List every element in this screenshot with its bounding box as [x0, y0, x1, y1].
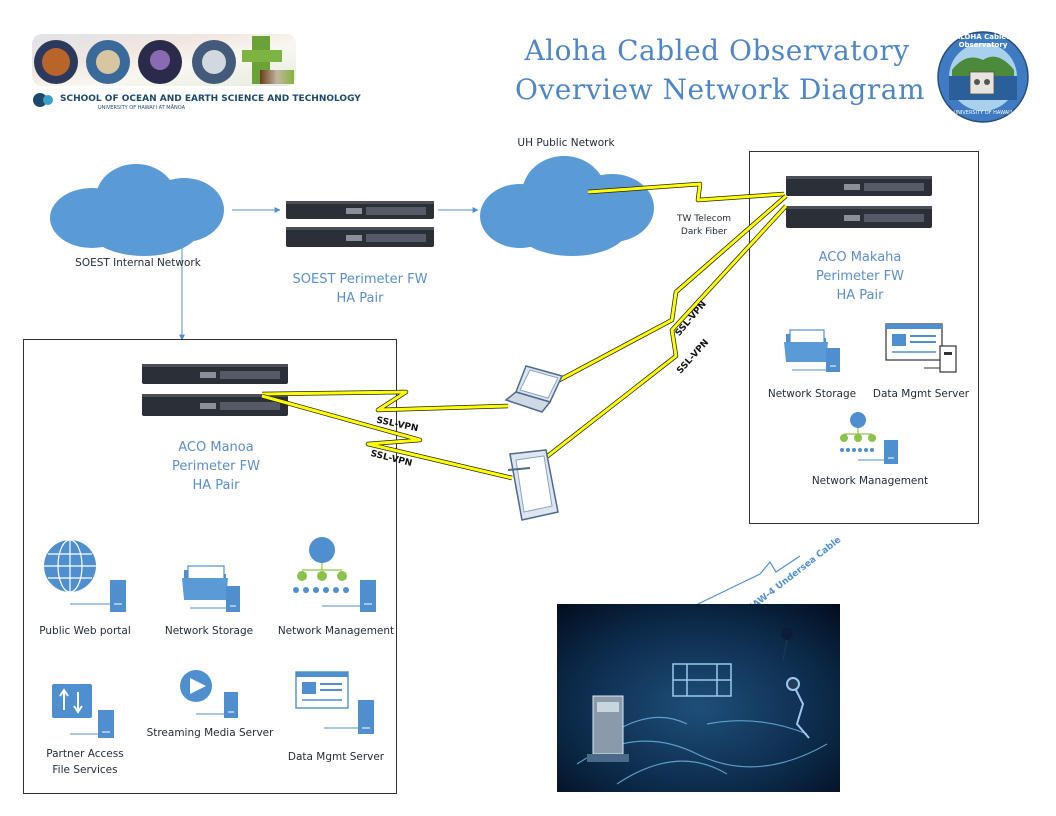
- partner-access-label-line1: Partner Access: [46, 748, 124, 760]
- seal-bottom-text: UNIVERSITY OF HAWAI'I: [953, 110, 1013, 116]
- soest-internal-network-label: SOEST Internal Network: [75, 257, 201, 269]
- laptop-icon: [502, 364, 564, 414]
- makaha-network-management-label: Network Management: [811, 475, 929, 487]
- uh-public-network-label: UH Public Network: [517, 137, 615, 149]
- manoa-fw-label-line2: Perimeter FW: [172, 459, 260, 474]
- soest-internal-network-cloud: [44, 162, 234, 258]
- observatory-frame: [672, 663, 732, 697]
- soest-firewall-pair: [286, 199, 436, 251]
- makaha-fw-label-line3: HA Pair: [836, 288, 884, 303]
- makaha-fw-label-line2: Perimeter FW: [816, 269, 904, 284]
- undersea-cable-line: [697, 573, 761, 605]
- manoa-network-management-icon: [292, 536, 382, 616]
- partner-access-label-line2: File Services: [52, 764, 118, 776]
- diagram-title-line1: Aloha Cabled Observatory: [524, 34, 910, 67]
- firewall-unit: [286, 201, 434, 219]
- manoa-fw-label-line3: HA Pair: [192, 478, 240, 493]
- tablet-icon: [504, 446, 562, 524]
- manoa-data-mgmt-server-icon: [294, 670, 378, 740]
- partner-access-file-services-icon: [50, 680, 122, 740]
- manoa-network-storage-label: Network Storage: [164, 625, 254, 637]
- makaha-fw-label-line1: ACO Makaha: [818, 250, 902, 265]
- manoa-fw-label-line1: ACO Manoa: [178, 440, 254, 455]
- streaming-media-server-label: Streaming Media Server: [146, 727, 274, 739]
- instrument-arm: [786, 677, 810, 739]
- manoa-network-management-label: Network Management: [277, 625, 395, 637]
- soest-fw-label-line1: SOEST Perimeter FW: [292, 272, 428, 287]
- soest-fw-label-line2: HA Pair: [336, 291, 384, 306]
- web-portal-globe-icon: [40, 538, 130, 616]
- streaming-media-server-icon: [178, 668, 244, 720]
- undersea-cable-zigzag: [759, 555, 801, 575]
- soest-logo: SCHOOL OF OCEAN AND EARTH SCIENCE AND TE…: [28, 30, 361, 112]
- manoa-firewall-pair: [142, 362, 292, 420]
- seal-text: ALOHA Cabled Observatory: [954, 33, 1012, 49]
- makaha-network-management-icon: [838, 410, 904, 466]
- school-name: SCHOOL OF OCEAN AND EARTH SCIENCE AND TE…: [60, 94, 361, 104]
- undersea-observatory-photo: [557, 604, 840, 792]
- makaha-firewall-pair: [786, 174, 936, 232]
- manoa-data-mgmt-server-label: Data Mgmt Server: [287, 751, 385, 763]
- aco-manoa-site-box: [23, 339, 397, 794]
- junction-box: [587, 695, 629, 762]
- tw-telecom-label-line2: Dark Fiber: [680, 227, 728, 237]
- makaha-network-storage-icon: [782, 326, 842, 374]
- tw-telecom-label-line1: TW Telecom: [676, 214, 732, 224]
- uh-public-network-cloud: [476, 154, 662, 258]
- manoa-network-storage-icon: [180, 562, 242, 614]
- public-web-portal-label: Public Web portal: [39, 625, 131, 637]
- aco-seal-logo: ALOHA Cabled Observatory UNIVERSITY OF H…: [936, 30, 1030, 124]
- makaha-data-mgmt-server-icon: [884, 322, 960, 374]
- university-name: UNIVERSITY OF HAWAI'I AT MĀNOA: [98, 105, 186, 111]
- makaha-network-storage-label: Network Storage: [767, 388, 857, 400]
- diagram-title-line2: Overview Network Diagram: [515, 73, 925, 106]
- makaha-data-mgmt-server-label: Data Mgmt Server: [872, 388, 970, 400]
